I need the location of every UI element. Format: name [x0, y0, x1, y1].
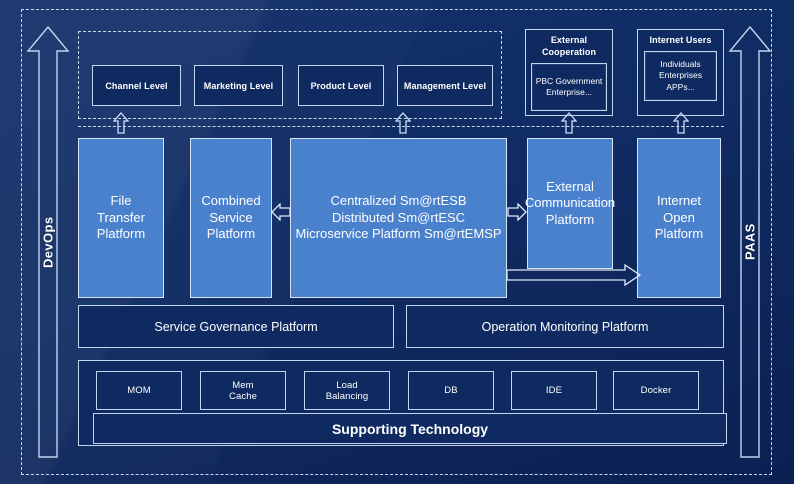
service-governance-platform[interactable]: Service Governance Platform — [78, 305, 394, 348]
tech-box-mom[interactable]: MOM — [96, 371, 182, 410]
consumer-levels-group — [78, 31, 502, 119]
up-arrow-external-communication — [561, 112, 577, 134]
level-box-channel[interactable]: Channel Level — [92, 65, 181, 106]
platform-boundary-line — [78, 126, 724, 127]
internet-users-title: Internet Users — [649, 35, 712, 45]
tech-box-mem-cache[interactable]: Mem Cache — [200, 371, 286, 410]
left-arrow-connector — [271, 203, 291, 221]
platform-internet-open[interactable]: Internet Open Platform — [637, 138, 721, 298]
external-cooperation-items: PBC Government Enterprise... — [531, 63, 607, 112]
devops-arrow: DevOps — [26, 24, 70, 460]
internet-users-group[interactable]: Internet Users Individuals Enterprises A… — [637, 29, 724, 116]
supporting-technology-label: Supporting Technology — [331, 420, 489, 437]
level-box-product[interactable]: Product Level — [298, 65, 384, 106]
level-label: Product Level — [310, 80, 372, 91]
platform-combined-service[interactable]: Combined Service Platform — [190, 138, 272, 298]
tech-box-db[interactable]: DB — [408, 371, 494, 410]
tech-box-load-balancing[interactable]: Load Balancing — [304, 371, 390, 410]
platform-file-transfer[interactable]: File Transfer Platform — [78, 138, 164, 298]
level-box-marketing[interactable]: Marketing Level — [194, 65, 283, 106]
supporting-technology-banner: Supporting Technology — [93, 413, 727, 444]
up-arrow-centralized — [395, 112, 411, 134]
level-label: Marketing Level — [203, 80, 274, 91]
operation-monitoring-label: Operation Monitoring Platform — [481, 319, 649, 334]
external-cooperation-group[interactable]: External Cooperation PBC Government Ente… — [525, 29, 613, 116]
level-label: Channel Level — [105, 80, 168, 91]
tech-box-docker[interactable]: Docker — [613, 371, 699, 410]
tech-box-ide[interactable]: IDE — [511, 371, 597, 410]
long-arrow-to-internet-open — [507, 264, 641, 288]
platform-external-communication[interactable]: External Communication Platform — [525, 138, 615, 269]
paas-label: PAAS — [742, 223, 758, 261]
up-arrow-file-transfer — [113, 112, 129, 134]
platform-centralized-bus[interactable]: Centralized Sm@rtESB Distributed Sm@rtES… — [290, 138, 507, 298]
up-arrow-internet-open — [673, 112, 689, 134]
external-cooperation-title: External Cooperation — [541, 35, 597, 58]
internet-users-items: Individuals Enterprises APPs... — [644, 51, 717, 101]
level-box-management[interactable]: Management Level — [397, 65, 493, 106]
devops-label: DevOps — [40, 216, 56, 268]
outer-dashed-frame — [21, 9, 772, 475]
operation-monitoring-platform[interactable]: Operation Monitoring Platform — [406, 305, 724, 348]
right-arrow-connector — [507, 203, 527, 221]
paas-arrow: PAAS — [728, 24, 772, 460]
service-governance-label: Service Governance Platform — [154, 319, 318, 334]
level-label: Management Level — [403, 80, 487, 91]
